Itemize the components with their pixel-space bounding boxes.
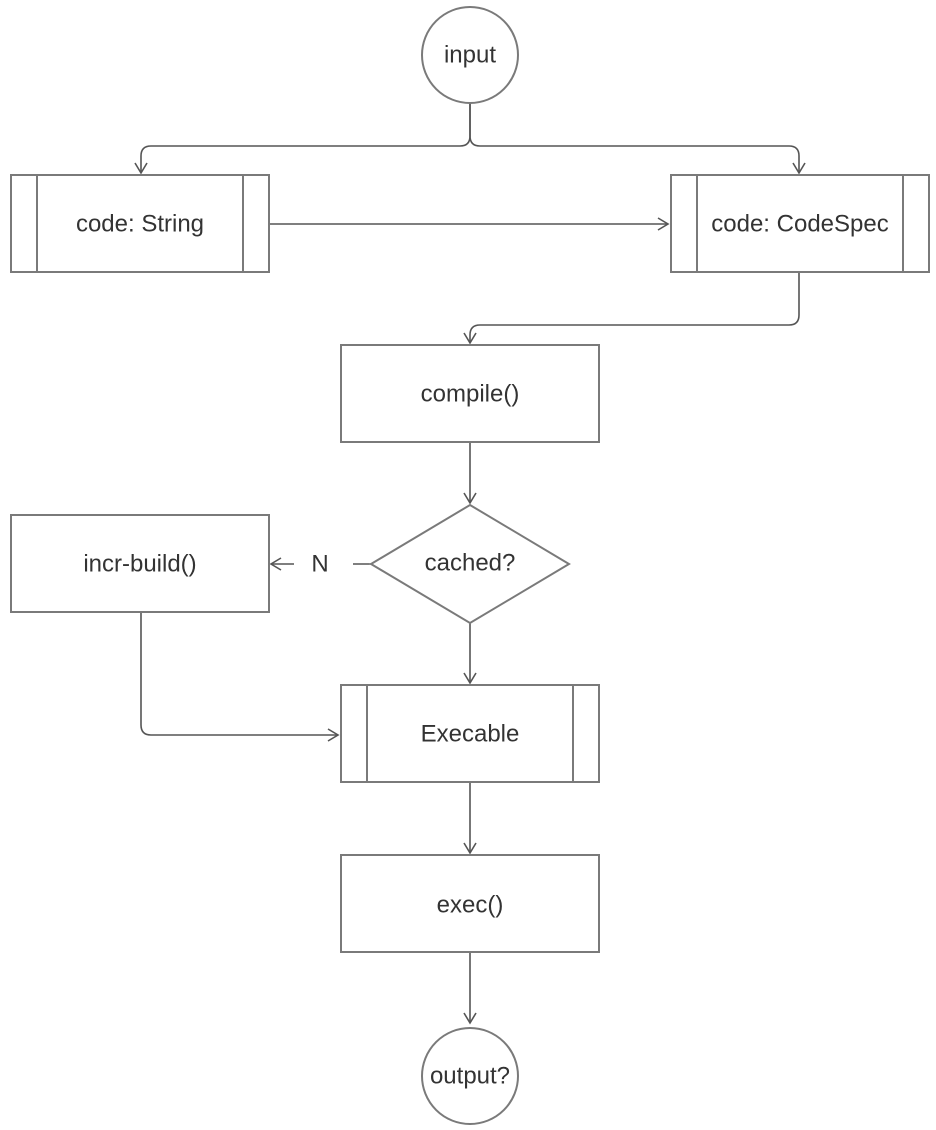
output-label: output? [430, 1063, 510, 1090]
code-codespec-node: code: CodeSpec [670, 174, 930, 273]
edge-input-to-code-codespec [469, 103, 806, 175]
input-node: input [421, 6, 519, 104]
exec-node: exec() [340, 854, 600, 953]
compile-label: compile() [421, 381, 520, 408]
input-label: input [444, 42, 496, 69]
code-string-node: code: String [10, 174, 270, 273]
edge-incr-build-to-execable [140, 613, 340, 742]
code-string-label: code: String [76, 211, 204, 238]
execable-node: Execable [340, 684, 600, 783]
edge-input-to-code-string [134, 103, 471, 175]
edge-code-codespec-to-compile [463, 273, 800, 345]
output-node: output? [421, 1027, 519, 1125]
compile-node: compile() [340, 344, 600, 443]
exec-label: exec() [437, 892, 504, 919]
cached-decision-node: cached? [369, 503, 571, 625]
incr-build-node: incr-build() [10, 514, 270, 613]
edge-label-n: N [311, 551, 328, 578]
execable-label: Execable [421, 721, 520, 748]
incr-build-label: incr-build() [83, 551, 196, 578]
code-codespec-label: code: CodeSpec [711, 211, 888, 238]
cached-label: cached? [425, 550, 516, 577]
